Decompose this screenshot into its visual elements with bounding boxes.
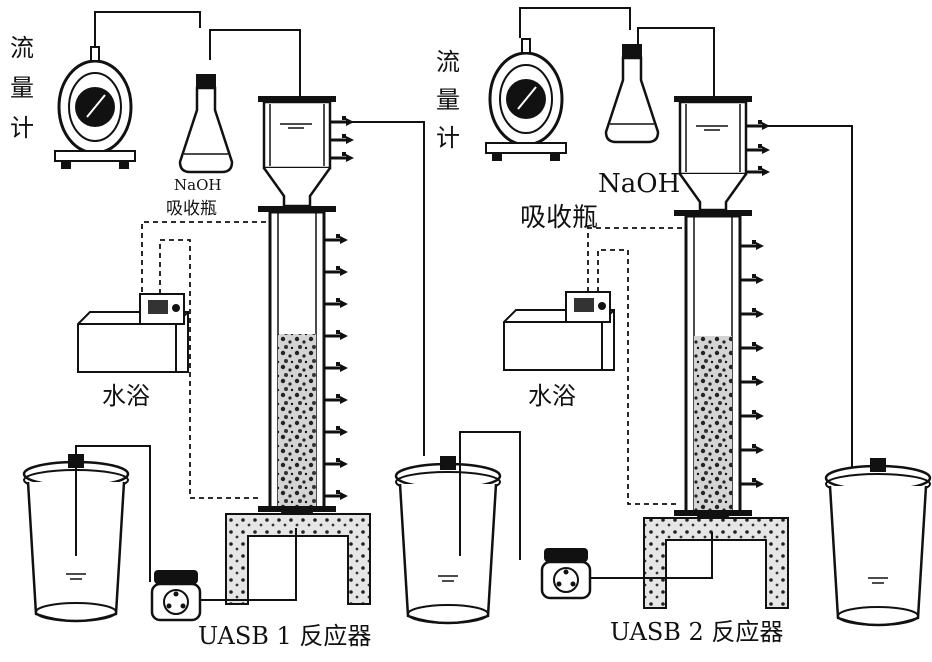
flowmeter-label-char: 量 — [436, 86, 460, 114]
peristaltic-pump-icon — [540, 546, 592, 600]
gas-tube — [637, 27, 715, 96]
sludge-bed — [694, 336, 732, 510]
water-circulation-line — [597, 249, 680, 505]
gas-tube — [519, 7, 631, 38]
outlet-valve — [328, 132, 356, 146]
storage-bucket-icon — [824, 456, 932, 627]
reactor-label-2: UASB 2 反应器 — [610, 618, 783, 646]
water-circulation-line — [587, 227, 682, 292]
flowmeter-label-2: 流 量 计 — [436, 48, 460, 152]
storage-bucket-icon — [394, 454, 502, 625]
naoh-label-2: NaOH — [598, 169, 680, 199]
outlet-valve — [744, 164, 772, 178]
peristaltic-pump-icon — [150, 568, 202, 622]
naoh-absorption-bottle-icon — [178, 72, 234, 174]
sampling-valve-icon — [738, 238, 766, 490]
uasb-reactor-2 — [643, 96, 789, 609]
gas-tube — [94, 11, 201, 46]
outlet-valve — [744, 142, 772, 156]
flowmeter-label-char: 计 — [10, 114, 34, 142]
effluent-tube — [756, 125, 853, 470]
uasb-system-2: 流 量 计 NaOH 吸收瓶 — [394, 7, 932, 646]
effluent-tube — [340, 121, 425, 456]
feed-tube — [459, 431, 521, 560]
naoh-absorption-bottle-icon — [604, 42, 660, 144]
water-bath-icon — [77, 293, 189, 373]
feed-tube — [75, 445, 151, 582]
water-circulation-line — [159, 239, 262, 499]
uasb-reactor-1 — [225, 96, 371, 605]
gas-tube — [209, 29, 301, 96]
gas-flowmeter-icon — [53, 45, 137, 171]
flowmeter-label-char: 量 — [10, 74, 34, 102]
absorber-label-2: 吸收瓶 — [520, 203, 598, 233]
uasb-system-1: 流 量 计 NaOH 吸收瓶 — [10, 11, 425, 650]
naoh-label-1: NaOH — [174, 176, 221, 194]
sludge-bed — [278, 334, 316, 506]
outlet-valve — [328, 150, 356, 164]
water-bath-label-2: 水浴 — [528, 382, 576, 410]
flowmeter-label-char: 流 — [436, 48, 460, 76]
absorber-label-1: 吸收瓶 — [166, 199, 217, 219]
sampling-valve-icon — [322, 232, 350, 502]
gas-flowmeter-icon — [484, 37, 568, 163]
water-bath-icon — [503, 291, 615, 371]
feed-tube — [590, 532, 713, 579]
water-bath-label-1: 水浴 — [102, 382, 150, 410]
flowmeter-label-char: 计 — [436, 124, 460, 152]
reactor-label-1: UASB 1 反应器 — [198, 622, 371, 650]
flowmeter-label-1: 流 量 计 — [10, 34, 34, 142]
feed-tube — [200, 528, 297, 601]
flowmeter-label-char: 流 — [10, 34, 34, 62]
